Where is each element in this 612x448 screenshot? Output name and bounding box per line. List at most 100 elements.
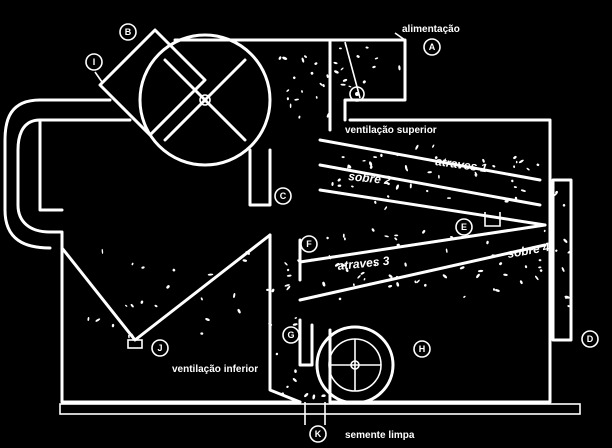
callout-b: B bbox=[119, 23, 137, 41]
seed-particle bbox=[372, 65, 376, 69]
seed-particle bbox=[310, 258, 314, 261]
seed-particle bbox=[101, 248, 104, 254]
upper-fan-drum bbox=[138, 33, 272, 167]
seed-particle bbox=[474, 171, 478, 176]
seed-particle bbox=[281, 392, 284, 395]
seed-particle bbox=[555, 249, 558, 252]
svg-text:D: D bbox=[587, 334, 594, 344]
seed-particle bbox=[326, 112, 330, 118]
svg-text:H: H bbox=[419, 344, 426, 354]
callout-c: C bbox=[274, 187, 292, 205]
seed-particle bbox=[357, 274, 361, 279]
hopper-deflector bbox=[344, 41, 361, 99]
seed-particle bbox=[396, 243, 400, 247]
seed-particle bbox=[409, 183, 412, 189]
outlet-k bbox=[304, 402, 326, 425]
callout-g: G bbox=[282, 326, 300, 344]
seed-particle bbox=[95, 318, 101, 322]
seed-particle bbox=[292, 323, 298, 326]
outlet-e bbox=[484, 212, 501, 227]
seed-particle bbox=[368, 282, 372, 285]
seed-particle bbox=[476, 273, 480, 279]
seed-particle bbox=[394, 237, 398, 241]
seed-particle bbox=[344, 42, 347, 48]
seed-particle bbox=[322, 281, 326, 287]
seed-particle bbox=[294, 98, 299, 101]
air-duct-outer bbox=[16, 118, 132, 282]
seed-particle bbox=[427, 171, 432, 174]
seed-particle bbox=[342, 78, 348, 82]
seed-particle bbox=[535, 275, 539, 281]
seed-particle bbox=[310, 71, 314, 75]
seed-particle bbox=[292, 378, 297, 382]
seed-particle bbox=[562, 204, 566, 207]
base-plate bbox=[59, 403, 581, 415]
seed-particle bbox=[555, 190, 558, 194]
seed-particle bbox=[233, 293, 236, 298]
seed-particle bbox=[511, 179, 514, 183]
seed-particle bbox=[445, 248, 448, 253]
seed-particle bbox=[567, 305, 570, 308]
screen-atraves-3 bbox=[298, 223, 547, 264]
seed-particle bbox=[205, 318, 210, 321]
seed-particle bbox=[312, 394, 316, 400]
seed-particle bbox=[284, 262, 288, 266]
seed-particle bbox=[166, 285, 170, 289]
seed-particle bbox=[131, 333, 135, 338]
seed-particle bbox=[482, 158, 485, 163]
seed-particle bbox=[422, 229, 426, 234]
seed-particle bbox=[486, 240, 489, 245]
seed-particle bbox=[286, 268, 290, 272]
seed-particle bbox=[154, 304, 158, 308]
seed-particle bbox=[513, 186, 517, 189]
callout-j: J bbox=[151, 339, 169, 357]
seed-particle bbox=[380, 153, 383, 157]
seed-particle bbox=[543, 229, 546, 233]
seed-particle bbox=[314, 62, 318, 65]
seed-particle bbox=[492, 165, 496, 168]
seed-particle bbox=[394, 234, 399, 237]
seed-particle bbox=[125, 304, 128, 307]
seed-particle bbox=[242, 259, 248, 262]
seed-particle bbox=[474, 174, 477, 177]
seed-particle bbox=[374, 57, 379, 60]
seed-particle bbox=[504, 199, 509, 203]
seed-particle bbox=[245, 251, 250, 255]
seed-particle bbox=[268, 322, 273, 326]
seed-particle bbox=[341, 156, 345, 159]
seed-particle bbox=[442, 274, 448, 279]
seed-particle bbox=[301, 57, 305, 63]
seed-particle bbox=[414, 280, 417, 284]
seed-particle bbox=[304, 393, 309, 398]
seed-particle bbox=[333, 61, 338, 65]
seed-particle bbox=[374, 200, 377, 204]
label-sobre-4: sobre 4 bbox=[506, 240, 551, 261]
seed-particle bbox=[337, 178, 341, 182]
seed-particle bbox=[348, 85, 352, 88]
seed-particle bbox=[331, 166, 336, 169]
seed-particle bbox=[286, 274, 292, 277]
seed-particle bbox=[388, 284, 393, 288]
seed-particle bbox=[518, 159, 524, 164]
seed-particle bbox=[207, 273, 214, 276]
seed-particle bbox=[396, 282, 400, 287]
seed-particle bbox=[328, 254, 331, 260]
upper-fan-axle bbox=[199, 94, 211, 106]
lower-fan-housing bbox=[315, 325, 395, 405]
upper-fan-blades bbox=[163, 58, 247, 142]
seed-particle bbox=[315, 96, 318, 99]
seed-particle bbox=[338, 47, 342, 50]
seed-particle bbox=[343, 237, 346, 241]
leader-i bbox=[94, 71, 103, 83]
seed-particle bbox=[286, 285, 291, 291]
seed-particle bbox=[368, 161, 373, 167]
label-alimentacao: alimentação bbox=[402, 24, 460, 35]
svg-text:F: F bbox=[306, 239, 312, 249]
seed-particle bbox=[286, 385, 289, 388]
seed-particle bbox=[345, 268, 349, 273]
seed-particle bbox=[406, 168, 408, 172]
seed-particle bbox=[492, 288, 496, 291]
callout-f: F bbox=[300, 235, 318, 253]
seed-particle bbox=[387, 195, 390, 198]
